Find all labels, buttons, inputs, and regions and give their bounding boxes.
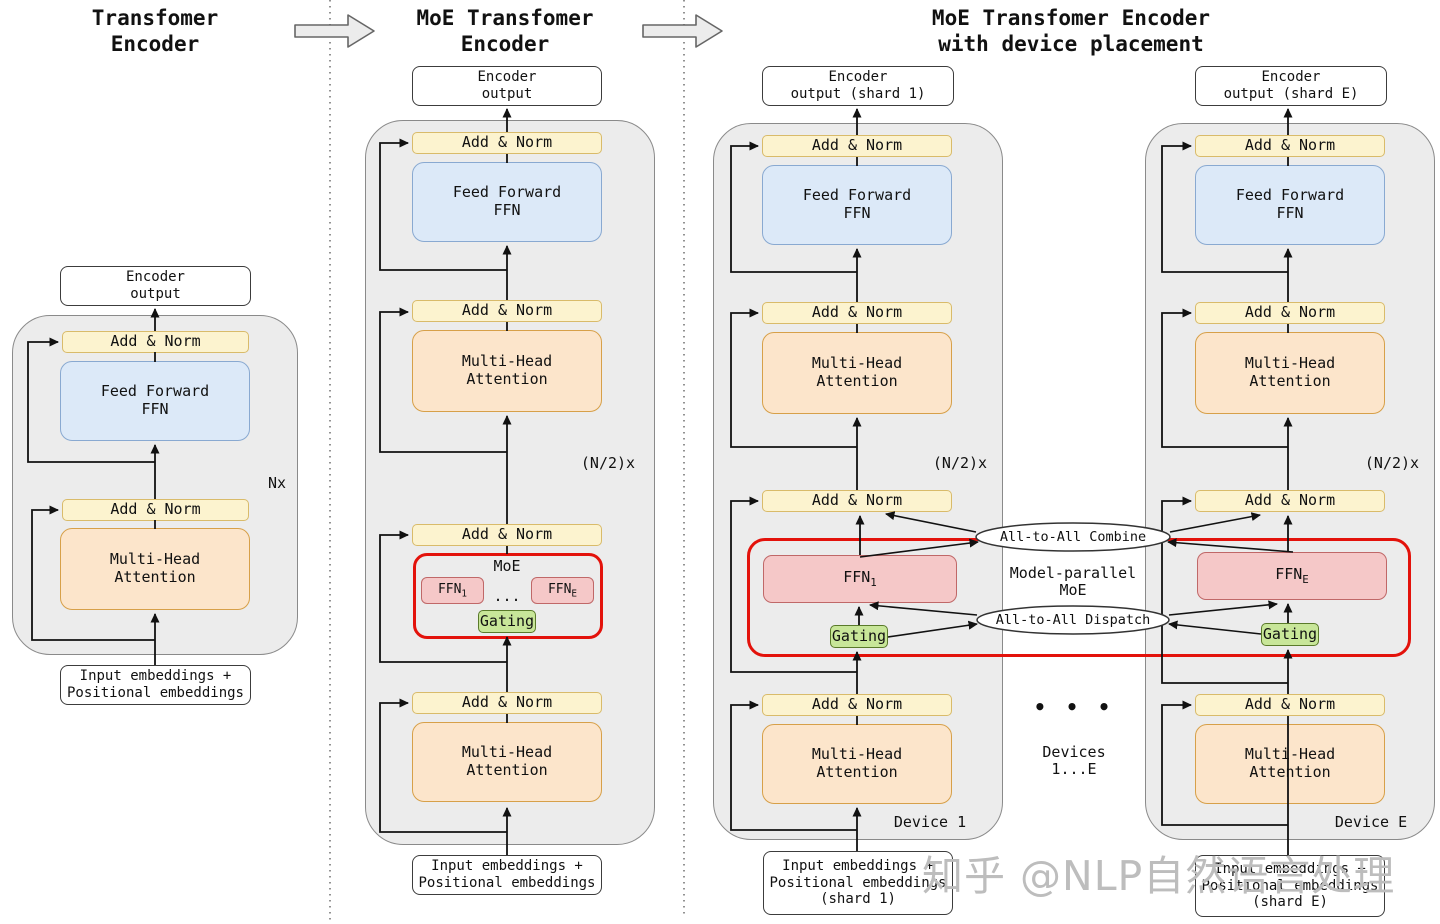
expert-ffnE-box: FFNE xyxy=(531,577,594,604)
add-norm-box: Add & Norm xyxy=(412,132,602,154)
gating-box: Gating xyxy=(478,610,536,633)
add-norm-box: Add & Norm xyxy=(762,135,952,157)
input-embeddings-box: Input embeddings + Positional embeddings xyxy=(412,855,602,895)
model-parallel-moe-label: Model-parallel MoE xyxy=(1009,564,1137,600)
encoder-output-shardE-box: Encoder output (shard E) xyxy=(1195,66,1387,106)
multi-head-attention-box: Multi-Head Attention xyxy=(1195,332,1385,414)
devices-ellipsis-dots: • • • xyxy=(1033,695,1115,719)
encoder-output-box: Encoder output xyxy=(412,66,602,106)
expert-ffn1-box: FFN1 xyxy=(421,577,484,604)
repeat-label-n2x: (N/2)x xyxy=(580,454,636,472)
add-norm-box: Add & Norm xyxy=(62,499,249,521)
input-embeddings-box: Input embeddings + Positional embeddings xyxy=(60,665,251,705)
device-1-label: Device 1 xyxy=(893,813,967,831)
encoder-output-box: Encoder output xyxy=(60,266,251,306)
add-norm-box: Add & Norm xyxy=(412,300,602,322)
all-to-all-combine-label: All-to-All Combine xyxy=(999,529,1147,545)
multi-head-attention-box: Multi-Head Attention xyxy=(412,330,602,412)
multi-head-attention-box: Multi-Head Attention xyxy=(412,722,602,802)
multi-head-attention-box: Multi-Head Attention xyxy=(60,528,250,610)
add-norm-box: Add & Norm xyxy=(762,490,952,512)
panel-title-moe: MoE Transfomer Encoder xyxy=(416,6,594,56)
add-norm-box: Add & Norm xyxy=(62,331,249,353)
add-norm-box: Add & Norm xyxy=(412,524,602,546)
all-to-all-dispatch-label: All-to-All Dispatch xyxy=(995,612,1151,628)
input-embeddings-shard1-box: Input embeddings + Positional embeddings… xyxy=(763,851,953,915)
add-norm-box: Add & Norm xyxy=(762,302,952,324)
multi-head-attention-box: Multi-Head Attention xyxy=(762,332,952,414)
ellipsis-label: ... xyxy=(493,587,521,605)
feed-forward-box: Feed Forward FFN xyxy=(60,361,250,441)
add-norm-box: Add & Norm xyxy=(762,694,952,716)
moe-label: MoE xyxy=(493,557,521,575)
expert-ffn1-box: FFN1 xyxy=(763,555,957,603)
panel-title-transformer: Transfomer Encoder xyxy=(91,6,219,56)
feed-forward-box: Feed Forward FFN xyxy=(1195,165,1385,245)
add-norm-box: Add & Norm xyxy=(1195,490,1385,512)
add-norm-box: Add & Norm xyxy=(1195,135,1385,157)
gating-box: Gating xyxy=(830,625,888,648)
repeat-label-n2x: (N/2)x xyxy=(1364,454,1420,472)
add-norm-box: Add & Norm xyxy=(1195,694,1385,716)
gating-box: Gating xyxy=(1261,623,1319,646)
input-embeddings-shardE-box: Input embeddings + Positional embeddings… xyxy=(1195,855,1385,917)
add-norm-box: Add & Norm xyxy=(412,692,602,714)
feed-forward-box: Feed Forward FFN xyxy=(412,162,602,242)
device-E-label: Device E xyxy=(1334,813,1408,831)
watermark-text: 知乎 @NLP自然语言处理 xyxy=(922,852,1396,900)
multi-head-attention-box: Multi-Head Attention xyxy=(1195,724,1385,804)
panel-title-moe-device: MoE Transfomer Encoder with device place… xyxy=(931,6,1211,56)
devices-range-label: Devices 1...E xyxy=(1042,743,1106,779)
expert-ffnE-box: FFNE xyxy=(1197,552,1387,600)
add-norm-box: Add & Norm xyxy=(1195,302,1385,324)
repeat-label-n2x: (N/2)x xyxy=(932,454,988,472)
repeat-label-nx: Nx xyxy=(267,474,287,492)
multi-head-attention-box: Multi-Head Attention xyxy=(762,724,952,804)
encoder-output-shard1-box: Encoder output (shard 1) xyxy=(762,66,954,106)
feed-forward-box: Feed Forward FFN xyxy=(762,165,952,245)
